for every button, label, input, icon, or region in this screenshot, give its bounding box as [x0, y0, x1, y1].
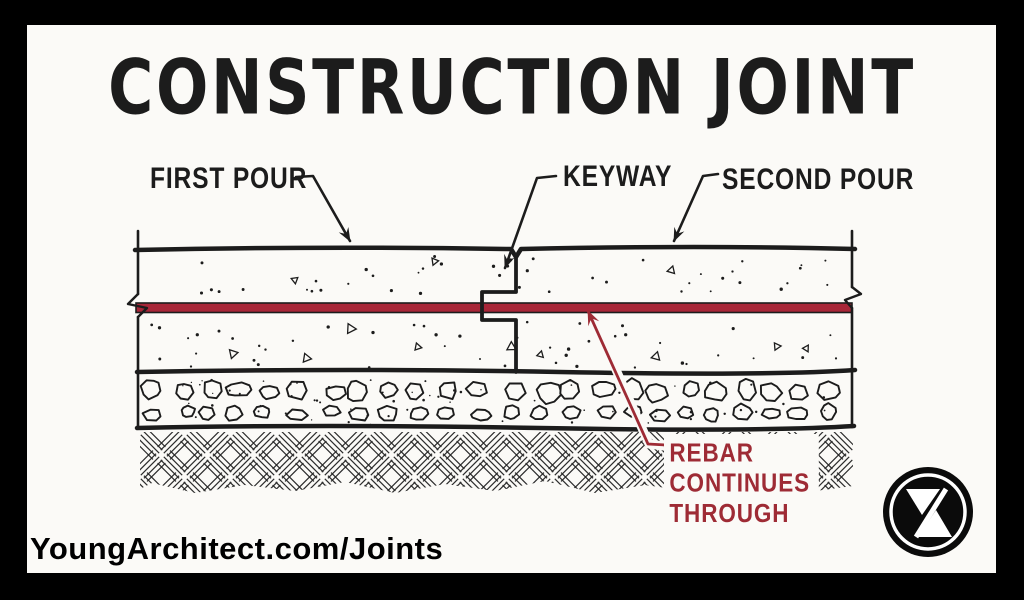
label-keyway: KEYWAY: [563, 160, 673, 193]
logo-slash: [913, 487, 949, 539]
gravel-bottom-line: [134, 423, 857, 432]
page-title: CONSTRUCTION JOINT: [108, 43, 916, 133]
second-pour-leader: [672, 172, 720, 243]
label-first-pour: FIRST POUR: [150, 162, 308, 195]
break-symbol-left: [126, 292, 149, 319]
young-architect-logo-icon: [883, 467, 973, 557]
gravel-layer: [139, 377, 841, 426]
concrete-stipple-texture: [150, 255, 838, 369]
footer-url: YoungArchitect.com/Joints: [30, 531, 444, 566]
first-pour-leader: [294, 174, 352, 243]
logo-upright-triangle: [918, 510, 952, 537]
label-second-pour: SECOND POUR: [722, 163, 915, 196]
logo-inverted-triangle: [906, 489, 940, 515]
rebar-leader: [586, 310, 667, 451]
label-rebar-note: REBAR CONTINUES THROUGH: [664, 434, 819, 534]
keyway-leader: [503, 174, 558, 270]
keyway-joint: [480, 255, 518, 374]
break-symbol-right: [843, 285, 863, 310]
rebar-bar: [135, 302, 853, 314]
label-leaders: [294, 172, 720, 270]
